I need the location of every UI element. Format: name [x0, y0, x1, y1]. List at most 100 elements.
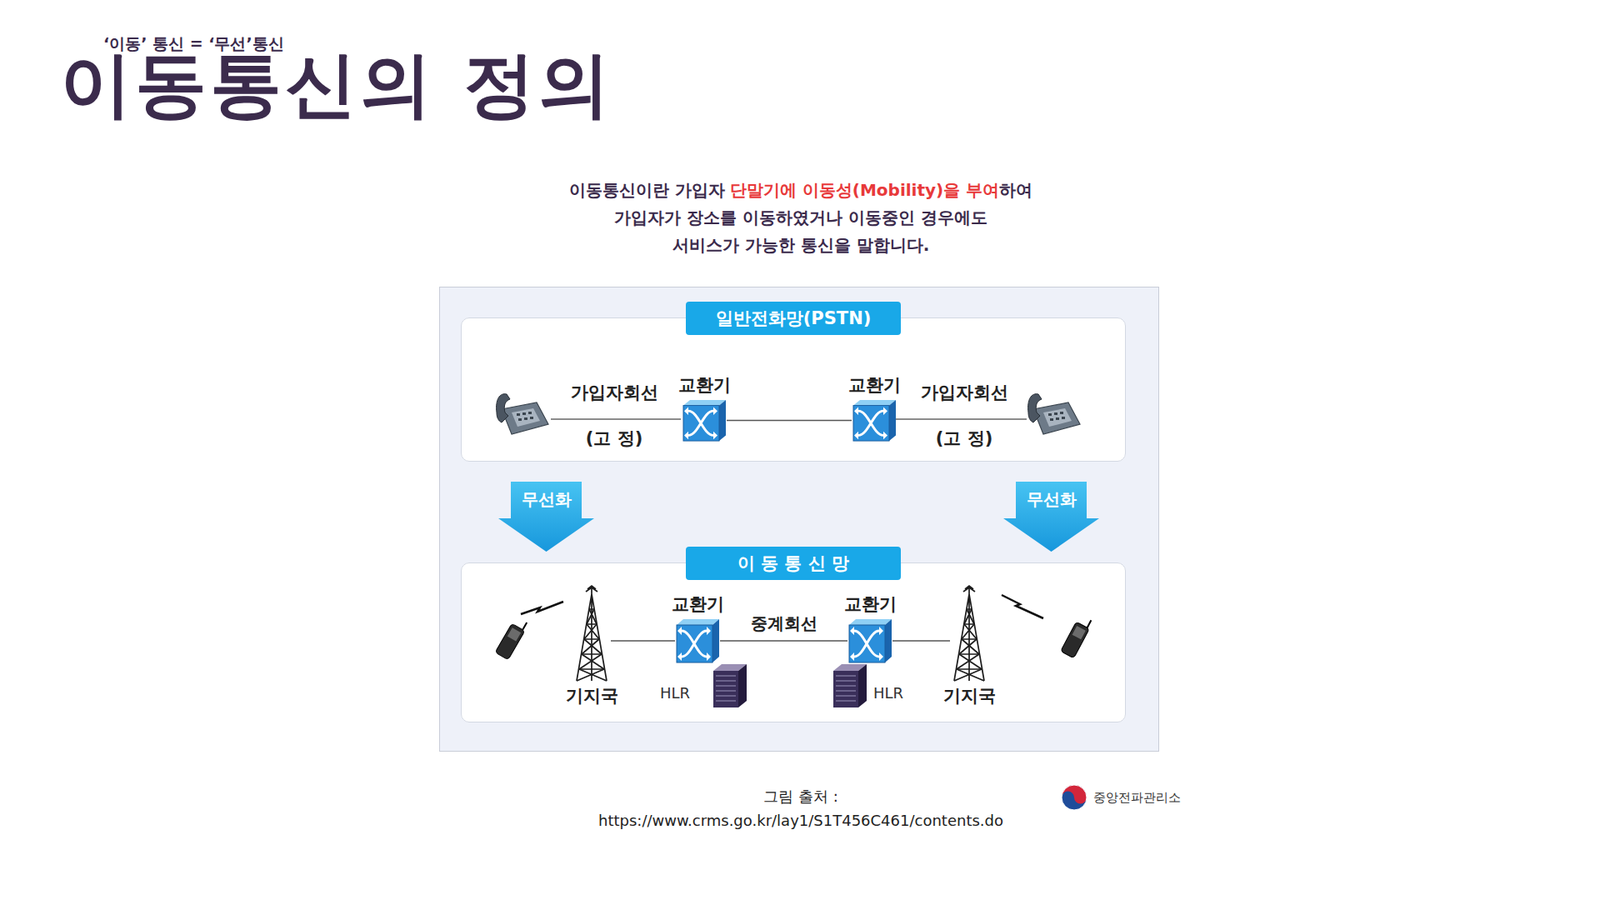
radio-signal — [1001, 595, 1044, 619]
graphic-part — [713, 670, 739, 708]
description-paragraph: 이동통신이란 가입자단말기에 이동성(Mobility)을 부여하여가입자가 장… — [384, 176, 1218, 260]
graphic-part — [835, 690, 856, 691]
graphic-part — [498, 481, 595, 552]
graphic-part — [1072, 625, 1086, 640]
figure-caption: 그림 출처 : https://www.crms.go.kr/lay1/S1T4… — [567, 784, 1035, 833]
switch-icon — [847, 618, 893, 664]
edge-label: 중계회선 — [748, 612, 820, 635]
switch-node: 교환기 — [847, 618, 893, 664]
figure-label: 가입자회선 — [920, 381, 1009, 405]
network-panel: 이 동 통 신 망기지국교환기교환기기지국 — [460, 562, 1126, 723]
graphic-part — [522, 412, 526, 415]
switch-icon — [851, 399, 897, 442]
graphic-part — [1050, 418, 1054, 421]
graphic-part — [501, 402, 549, 435]
connector-line — [726, 420, 852, 422]
graphic-part — [835, 680, 856, 681]
description-text: 서비스가 가능한 통신을 말합니다. — [672, 235, 930, 255]
graphic-part — [495, 623, 525, 660]
graphic-part — [849, 619, 892, 625]
subtitle-note: ‘이동’ 통신 = ‘무선’통신 — [103, 33, 285, 55]
graphic-part — [1054, 412, 1058, 415]
graphic-part — [833, 670, 859, 708]
figure-label: (고 정) — [935, 427, 994, 450]
graphic-part — [1048, 413, 1052, 416]
graphic-part — [516, 411, 534, 421]
graphic-part — [853, 405, 890, 442]
connector-line — [720, 640, 848, 642]
tower-label: 기지국 — [943, 685, 996, 707]
mobile-phone — [1060, 614, 1094, 659]
switch-label: 교환기 — [848, 374, 901, 396]
graphic-part — [576, 585, 607, 681]
graphic-part — [1028, 394, 1042, 423]
graphic-part — [858, 410, 884, 435]
graphic-part — [1033, 402, 1080, 435]
graphic-part — [585, 585, 598, 592]
graphic-part — [676, 625, 713, 663]
radio-signal — [520, 601, 564, 615]
graphic-part — [576, 585, 607, 681]
switch-label: 교환기 — [844, 593, 897, 615]
graphic-part — [835, 685, 856, 686]
switch-node: 교환기 — [851, 399, 897, 442]
figure-label: HLR — [873, 683, 904, 703]
graphic-part — [835, 675, 856, 701]
switch-label: 교환기 — [678, 374, 731, 396]
graphic-part — [715, 700, 736, 701]
base-station: 기지국 — [950, 584, 989, 683]
graphic-part — [719, 400, 726, 441]
graphic-part — [684, 406, 718, 440]
graphic-part — [1060, 411, 1064, 415]
description-text: 하여 — [999, 180, 1033, 200]
description-text: 가입자가 장소를 이동하였거나 이동중인 경우에도 — [614, 207, 988, 228]
graphic-part — [835, 695, 856, 696]
graphic-part — [496, 394, 510, 423]
arrow-label: 무선화 — [1026, 489, 1077, 510]
tower-icon — [572, 584, 611, 683]
figure-label: (고 정) — [585, 427, 644, 450]
base-station: 기지국 — [572, 584, 611, 683]
organization-name: 중앙전파관리소 — [1093, 790, 1181, 807]
graphic-part — [1087, 620, 1092, 628]
graphic-part — [850, 626, 884, 661]
graphic-part — [715, 680, 736, 681]
graphic-part — [954, 585, 985, 681]
transition-arrow: 무선화 — [1003, 481, 1100, 552]
description-text: 단말기에 이동성(Mobility)을 부여 — [730, 180, 1000, 200]
switch-icon — [675, 618, 720, 664]
panel-ground — [460, 562, 1126, 723]
graphic-part — [715, 690, 736, 691]
figure-label: 가입자회선 — [570, 381, 659, 405]
graphic-part — [1048, 411, 1065, 421]
graphic-part — [849, 625, 885, 663]
graphic-part — [712, 619, 720, 663]
panel-ground — [460, 317, 1126, 462]
graphic-part — [683, 400, 726, 406]
graphic-part — [1003, 481, 1100, 552]
graphic-part — [576, 609, 607, 681]
graphic-part — [738, 664, 747, 708]
desk-phone — [1028, 394, 1080, 435]
slide-title: 이동통신의 정의 — [60, 46, 614, 122]
graphic-part — [1055, 417, 1060, 420]
tower-label: 기지국 — [565, 685, 619, 707]
graphic-part — [1060, 621, 1090, 659]
graphic-part — [715, 675, 736, 701]
panel-header: 이 동 통 신 망 — [685, 546, 901, 580]
graphic-part — [858, 664, 867, 708]
graphic-part — [889, 400, 896, 441]
hlr-server — [713, 664, 747, 708]
connector-line — [610, 640, 675, 642]
graphic-part — [683, 405, 720, 442]
graphic-part — [518, 418, 522, 421]
graphic-part — [688, 410, 714, 435]
desk-phone — [496, 394, 549, 435]
graphic-part — [1061, 416, 1065, 420]
switch-node: 교환기 — [675, 618, 720, 664]
graphic-part — [854, 630, 880, 657]
transition-arrow: 무선화 — [498, 481, 595, 552]
